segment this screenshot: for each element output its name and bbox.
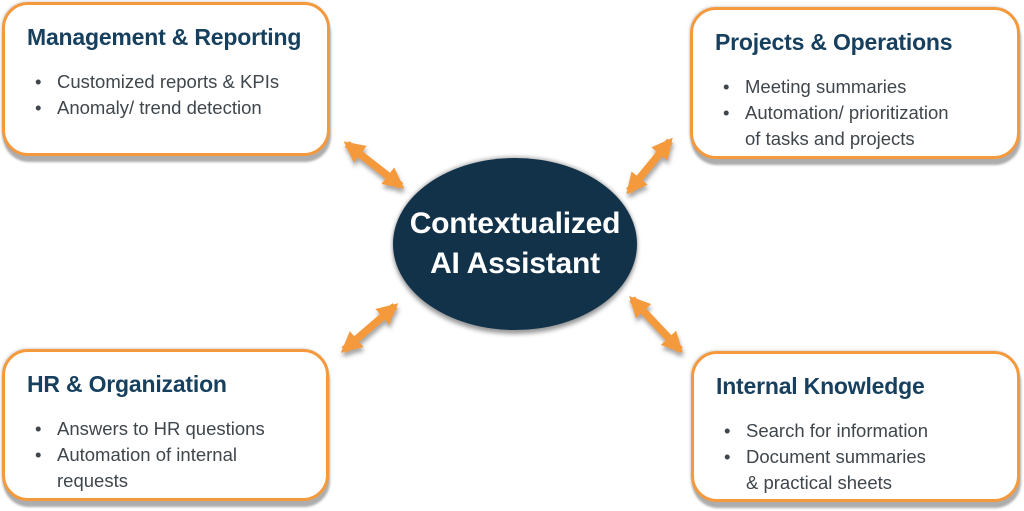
node-title: Internal Knowledge xyxy=(716,373,925,399)
bullet-item: Answers to HR questions xyxy=(27,416,304,442)
node-internal-knowledge: Internal Knowledge Search for informatio… xyxy=(691,351,1020,502)
node-projects-operations: Projects & Operations Meeting summaries … xyxy=(690,7,1020,159)
bullet-item: Anomaly/ trend detection xyxy=(27,95,305,121)
node-hr-organization: HR & Organization Answers to HR question… xyxy=(2,349,329,501)
node-title: Projects & Operations xyxy=(715,29,953,55)
bullet-item: Customized reports & KPIs xyxy=(27,69,305,95)
arrow-top-left-icon xyxy=(343,141,405,189)
bullet-item: Automation/ prioritization of tasks and … xyxy=(715,100,995,152)
bullet-item: Search for information xyxy=(716,418,995,444)
node-management-reporting: Management & Reporting Customized report… xyxy=(2,2,330,156)
center-label-line-2: AI Assistant xyxy=(430,247,600,280)
node-title: HR & Organization xyxy=(27,371,227,397)
bullet-list: Answers to HR questions Automation of in… xyxy=(27,416,304,494)
arrow-top-right-icon xyxy=(626,137,673,195)
center-node-ai-assistant: Contextualized AI Assistant xyxy=(393,158,637,330)
node-title: Management & Reporting xyxy=(27,24,302,50)
center-node-label: Contextualized AI Assistant xyxy=(410,204,621,285)
bullet-list: Meeting summaries Automation/ prioritiza… xyxy=(715,74,995,152)
bullet-list: Customized reports & KPIs Anomaly/ trend… xyxy=(27,69,305,121)
arrow-bottom-left-icon xyxy=(340,303,399,353)
bullet-item: Meeting summaries xyxy=(715,74,995,100)
bullet-list: Search for information Document summarie… xyxy=(716,418,995,496)
center-label-line-1: Contextualized xyxy=(409,206,621,240)
arrow-bottom-right-icon xyxy=(629,295,683,354)
bullet-item: Automation of internal requests xyxy=(27,442,304,494)
bullet-item: Document summaries & practical sheets xyxy=(716,444,995,496)
